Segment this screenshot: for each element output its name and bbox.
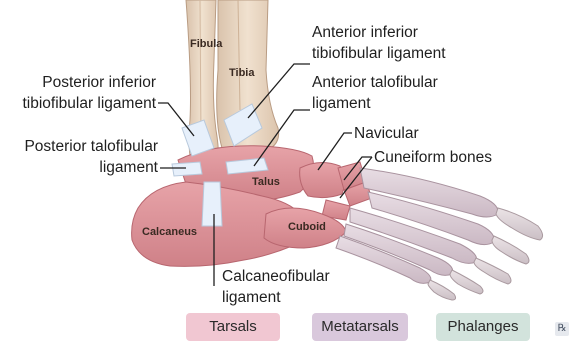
label-line: ligament	[222, 287, 330, 308]
cuboid-label: Cuboid	[288, 221, 326, 233]
label-line: Posterior talofibular	[10, 136, 158, 157]
rx-logo-icon: ℞	[555, 322, 569, 336]
posterior-inferior-tibiofibular-ligament-label: Posterior inferior tibiofibular ligament	[14, 72, 156, 114]
calcaneofibular-ligament	[202, 182, 222, 226]
legend-tarsals: Tarsals	[186, 313, 280, 341]
label-line: Posterior inferior	[14, 72, 156, 93]
navicular-label: Navicular	[354, 123, 419, 144]
posterior-talofibular-ligament-label: Posterior talofibular ligament	[10, 136, 158, 178]
label-line: ligament	[312, 93, 438, 114]
anterior-inferior-tibiofibular-ligament-label: Anterior inferior tibiofibular ligament	[312, 22, 446, 64]
tibia-label: Tibia	[229, 67, 254, 79]
calcaneus-label: Calcaneus	[142, 226, 197, 238]
label-line: tibiofibular ligament	[312, 43, 446, 64]
label-line: Calcaneofibular	[222, 266, 330, 287]
fibula-label: Fibula	[190, 38, 222, 50]
label-line: Anterior talofibular	[312, 72, 438, 93]
label-line: Anterior inferior	[312, 22, 446, 43]
label-line: tibiofibular ligament	[14, 93, 156, 114]
calcaneofibular-ligament-label: Calcaneofibular ligament	[222, 266, 330, 308]
legend-phalanges: Phalanges	[436, 313, 530, 341]
anterior-talofibular-ligament-label: Anterior talofibular ligament	[312, 72, 438, 114]
label-line: ligament	[10, 157, 158, 178]
cuneiform-bones-label: Cuneiform bones	[374, 147, 492, 168]
talus-label: Talus	[252, 176, 280, 188]
legend-metatarsals: Metatarsals	[312, 313, 408, 341]
posterior-talofibular-ligament	[172, 162, 202, 176]
